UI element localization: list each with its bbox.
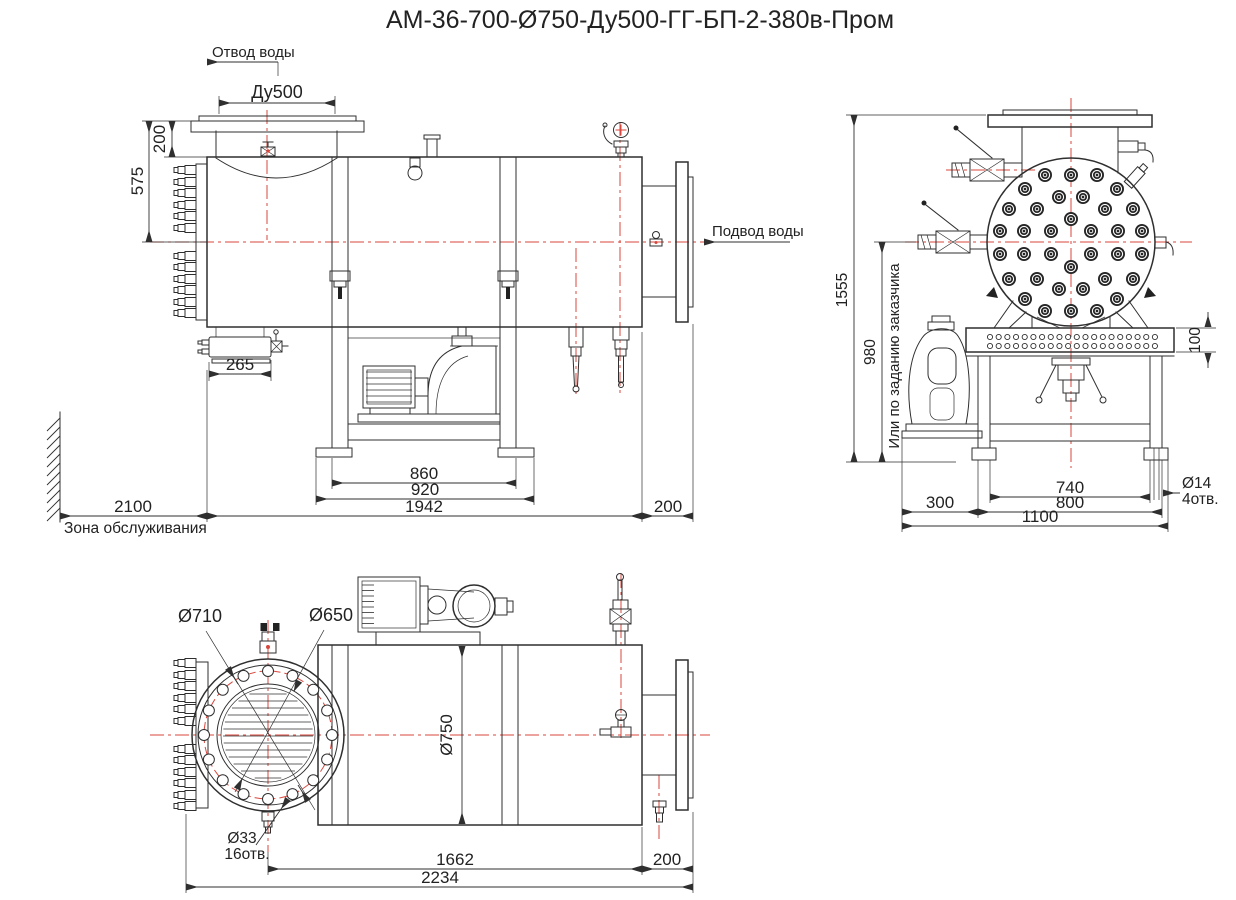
support-frame — [315, 156, 535, 458]
dim-blower-offset: 300 — [926, 493, 954, 512]
pressure-gauge-icon — [602, 122, 629, 158]
cable-gland-plate — [986, 333, 1158, 350]
bolt-holes — [198, 665, 338, 805]
stand — [965, 316, 1175, 461]
dim-flange-offset: 200 — [653, 850, 681, 869]
dim-bolt-hole-count: 16отв. — [224, 846, 269, 863]
end-flange — [191, 658, 345, 812]
note-customer: Или по заданию заказчика — [886, 263, 903, 449]
dim-feet-inner: 860 — [410, 464, 438, 483]
gussets — [986, 287, 1156, 329]
dim-vessel-length: 1942 — [405, 497, 443, 516]
ball-valve-icon — [609, 573, 632, 646]
dim-overall-height: 1555 — [834, 273, 851, 307]
lamp-connectors — [173, 165, 197, 318]
plan-view: Ø750 Ø710 Ø650 Ø33 16отв. 1662 200 2234 — [150, 573, 710, 893]
lamp-caps — [993, 168, 1149, 318]
dim-bolt-hole-dia: Ø33 — [227, 830, 256, 847]
dim-overall-width: 1100 — [1022, 507, 1059, 526]
side-view: Ду500 Отвод воды 200 575 265 860 920 210… — [46, 44, 804, 537]
circulation-pump — [357, 576, 514, 646]
dim-plate-height: 100 — [1187, 327, 1204, 353]
internal-lamps — [223, 693, 313, 779]
dim-overall-length: 2234 — [421, 868, 459, 887]
sample-valve-icon — [649, 231, 663, 247]
drain-valve-icon — [1035, 357, 1107, 404]
wall — [46, 411, 61, 523]
flange-top-valve-icon — [259, 623, 280, 654]
dim-nozzle: Ду500 — [251, 82, 303, 102]
thermowell-icon — [1123, 162, 1149, 189]
air-valve-icon — [260, 141, 276, 157]
dimensions-end: 1555 980 Или по заданию заказчика 100 Ø1… — [834, 114, 1219, 532]
dim-flange-height: 200 — [150, 125, 169, 153]
dim-feet-outer: 920 — [411, 480, 439, 499]
end-view: 1555 980 Или по заданию заказчика 100 Ø1… — [834, 98, 1219, 532]
sample-cock-icon — [1117, 140, 1154, 163]
dim-axis-height: 575 — [128, 167, 147, 195]
dim-hole-dia: Ø14 — [1182, 475, 1212, 492]
vent-nozzle-icon — [423, 134, 441, 158]
junction-box — [197, 327, 289, 364]
dim-holes-span: 740 — [1056, 478, 1084, 497]
drawing-title: АМ-36-700-Ø750-Ду500-ГГ-БП-2-380в-Пром — [386, 6, 894, 34]
dim-flange-offset: 200 — [654, 497, 682, 516]
drain-cock-icon — [1154, 236, 1174, 256]
lifting-eye-icon — [407, 157, 423, 181]
ball-valve-icon — [917, 200, 988, 254]
dim-feet-span: 800 — [1056, 493, 1084, 512]
dim-flange-od: Ø710 — [178, 606, 222, 626]
label-water-outlet: Отвод воды — [212, 44, 295, 61]
dim-axis-height: 980 — [862, 339, 879, 365]
dim-junction-length: 265 — [226, 355, 254, 374]
dimensions-plan: Ø750 Ø710 Ø650 Ø33 16отв. 1662 200 2234 — [178, 605, 694, 893]
centerlines — [150, 110, 706, 396]
lamp-connectors — [173, 658, 197, 811]
dim-bolt-circle: Ø650 — [309, 605, 353, 625]
label-service-zone: Зона обслуживания — [64, 520, 207, 537]
dim-length-to-flange: 1662 — [436, 850, 474, 869]
dimensions-side: Ду500 Отвод воды 200 575 265 860 920 210… — [60, 44, 804, 537]
blower — [901, 315, 983, 439]
dim-service-zone: 2100 — [114, 497, 152, 516]
drain-fitting-icon — [612, 326, 630, 388]
sample-valve-icon — [599, 709, 632, 738]
dim-body-dia: Ø750 — [437, 714, 456, 756]
uv-sensor-icon — [568, 326, 584, 393]
circulation-pump — [357, 326, 501, 423]
label-water-inlet: Подвод воды — [712, 223, 804, 240]
dim-hole-count: 4отв. — [1182, 491, 1219, 508]
ball-valve-icon — [951, 125, 1023, 182]
top-nozzle — [987, 109, 1153, 174]
centerlines — [905, 98, 1192, 468]
drain-fitting-icon — [652, 800, 667, 823]
